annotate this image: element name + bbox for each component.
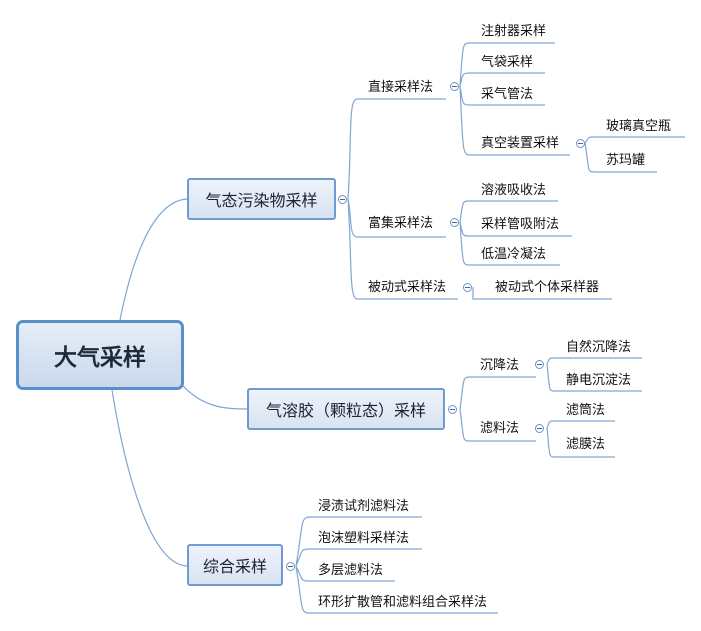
connector-enrich-leaves [459,200,572,266]
leaf-tube-adsorption[interactable]: 采样管吸附法 [481,217,560,232]
collapse-icon[interactable] [450,218,459,227]
connector-aerosol-to-filter [459,408,536,442]
collapse-icon[interactable] [535,424,544,433]
collapse-icon[interactable] [450,82,459,91]
leaf-solution-absorption[interactable]: 溶液吸收法 [481,183,547,198]
connector-gaseous-to-direct [347,98,446,200]
leaf-syringe[interactable]: 注射器采样 [481,24,547,39]
connector-root-to-comprehensive [111,389,189,567]
branch-aerosol[interactable]: 气溶胶（颗粒态）采样 [247,388,445,430]
connector-settle-leaves [546,357,642,392]
leaf-cryogenic-condensation[interactable]: 低温冷凝法 [481,247,547,262]
leaf-foam-plastic[interactable]: 泡沫塑料采样法 [318,531,410,546]
leaf-gas-tube[interactable]: 采气管法 [481,87,534,102]
group-sedimentation[interactable]: 沉降法 [480,358,520,373]
collapse-icon[interactable] [448,405,457,414]
leaf-natural-sedimentation[interactable]: 自然沉降法 [566,340,632,355]
collapse-icon[interactable] [338,195,347,204]
connector-passive-leaf [472,287,612,300]
collapse-icon[interactable] [463,283,472,292]
connector-filter-leaves [546,420,615,458]
leaf-vacuum-device[interactable]: 真空装置采样 [481,136,560,151]
leaf-filter-membrane[interactable]: 滤膜法 [566,437,606,452]
group-enrichment-sampling[interactable]: 富集采样法 [368,216,434,231]
connector-root-to-gaseous [119,198,189,321]
connector-gaseous-to-enrich [347,198,446,238]
connector-direct-leaves [459,42,570,156]
leaf-gas-bag[interactable]: 气袋采样 [481,55,534,70]
group-passive-sampling[interactable]: 被动式采样法 [368,280,447,295]
leaf-passive-personal-sampler[interactable]: 被动式个体采样器 [495,280,600,295]
connector-comprehensive-leaves [295,516,498,614]
connector-gaseous-to-passive [347,198,458,300]
collapse-icon[interactable] [576,139,585,148]
branch-gaseous-pollutants[interactable]: 气态污染物采样 [187,178,336,220]
leaf-electrostatic-precipitation[interactable]: 静电沉淀法 [566,373,632,388]
group-filter-material[interactable]: 滤料法 [480,421,520,436]
connector-vacuum-leaves [584,136,685,173]
leaf-filter-cartridge[interactable]: 滤筒法 [566,403,606,418]
collapse-icon[interactable] [286,562,295,571]
leaf-annular-denuder-filter[interactable]: 环形扩散管和滤料组合采样法 [318,595,488,610]
connector-aerosol-to-settle [459,376,536,410]
root-node[interactable]: 大气采样 [16,320,184,390]
leaf-glass-vacuum-bottle[interactable]: 玻璃真空瓶 [606,119,672,134]
leaf-summa-canister[interactable]: 苏玛罐 [606,153,646,168]
leaf-impregnated-filter[interactable]: 浸渍试剂滤料法 [318,499,410,514]
leaf-multilayer-filter[interactable]: 多层滤料法 [318,563,384,578]
group-direct-sampling[interactable]: 直接采样法 [368,80,434,95]
branch-comprehensive[interactable]: 综合采样 [187,544,283,586]
collapse-icon[interactable] [535,360,544,369]
connector-root-to-aerosol [177,379,249,410]
